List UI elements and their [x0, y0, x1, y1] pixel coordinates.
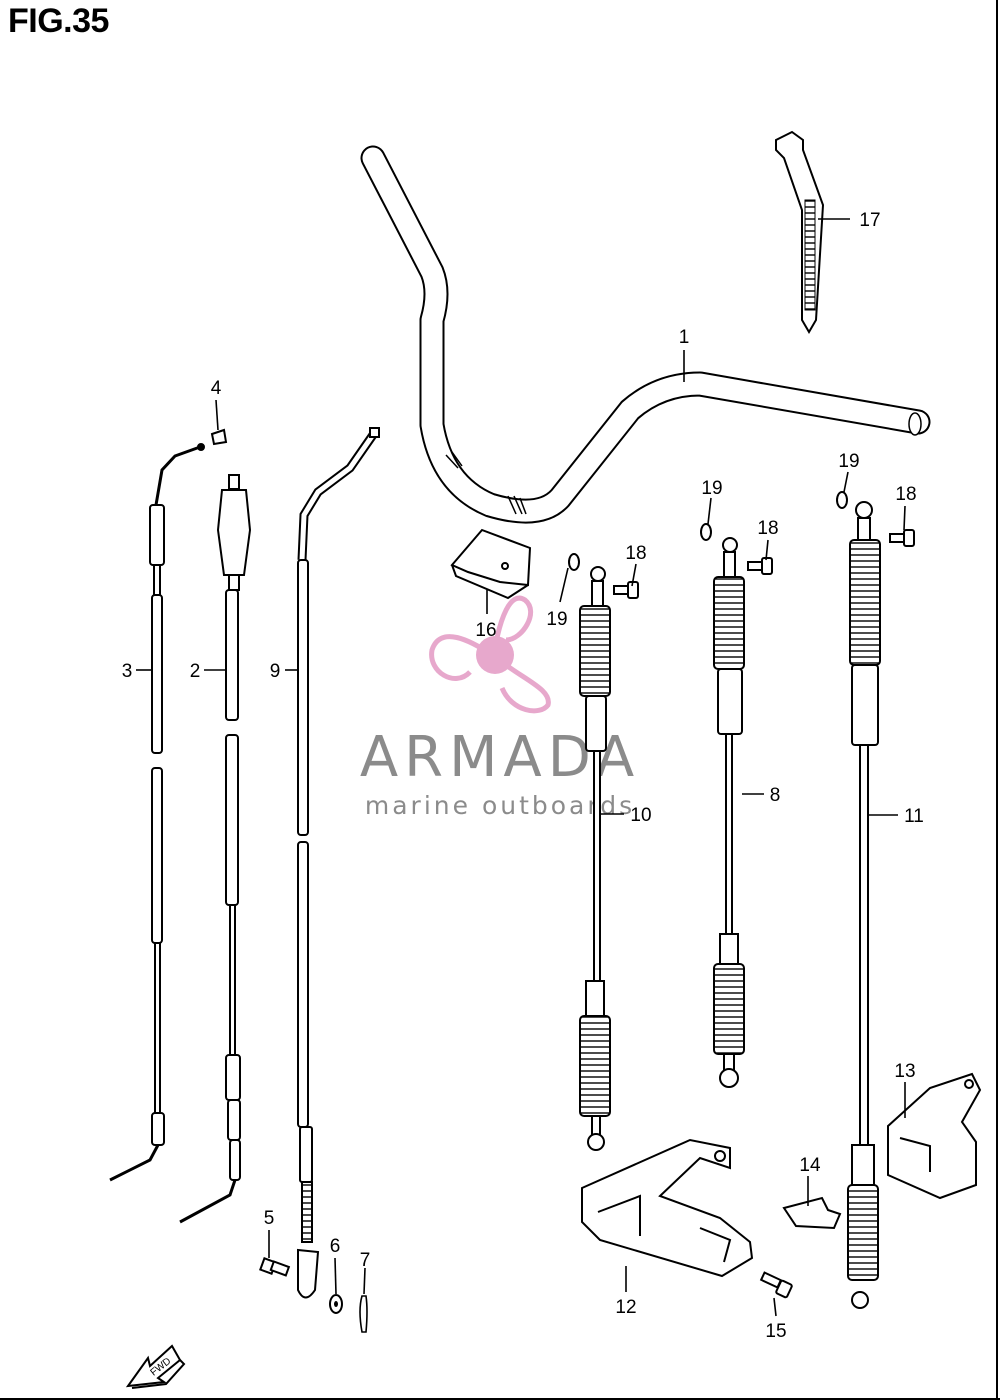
bolt-5: [259, 1257, 291, 1277]
leader-lines: [136, 218, 906, 1317]
callout-17: 17: [859, 210, 880, 231]
callout-11: 11: [904, 806, 924, 827]
callout-19-b: 19: [701, 478, 722, 499]
cable-9: [297, 427, 380, 1299]
bracket-12: [581, 1138, 754, 1278]
callout-labels: 1 2 3 4 5 6 7 8 9 10 11 12 13 14 15 16 1…: [122, 210, 924, 1342]
callout-19-c: 19: [838, 451, 859, 472]
bracket-16: [450, 528, 532, 600]
cable-10: [579, 566, 611, 1151]
clip: [210, 428, 228, 446]
callout-13: 13: [894, 1061, 915, 1082]
propeller-hub-icon: [476, 636, 514, 674]
callout-1: 1: [679, 327, 690, 348]
propeller-logo-icon: [429, 595, 551, 714]
forward-direction-arrow: FWD: [125, 1344, 186, 1389]
callout-14: 14: [799, 1155, 821, 1176]
cable-11: [847, 501, 881, 1309]
callout-18-a: 18: [625, 543, 646, 564]
bolt-18-a: [613, 581, 639, 599]
clamp-14: [782, 1196, 842, 1230]
watermark-tagline: marine outboards: [365, 791, 635, 820]
o-ring-19-a: [568, 553, 580, 571]
callout-9: 9: [270, 661, 281, 682]
figure-title: FIG.35: [8, 2, 109, 40]
handlebar: [360, 145, 931, 524]
callout-2: 2: [190, 661, 201, 682]
callout-10: 10: [630, 805, 651, 826]
callout-4: 4: [211, 378, 222, 399]
bolt-18-b: [747, 557, 773, 575]
callout-19-a: 19: [546, 609, 567, 630]
cable-8: [713, 537, 745, 1088]
bolt-18-c: [889, 529, 915, 547]
frame-bottom-border: [0, 1398, 1000, 1400]
callout-18-b: 18: [757, 518, 778, 539]
bracket-13: [887, 1072, 982, 1200]
watermark: ARMADA marine outboards: [360, 595, 635, 820]
cable-2: [179, 474, 252, 1224]
callout-6: 6: [330, 1236, 341, 1257]
callout-12: 12: [615, 1297, 636, 1318]
callout-8: 8: [770, 785, 781, 806]
cotter-pin-7: [359, 1295, 368, 1333]
bolt-15: [759, 1271, 793, 1299]
callout-16: 16: [475, 620, 496, 641]
callout-7: 7: [360, 1250, 371, 1271]
o-ring-19-b: [700, 523, 712, 541]
callout-18-c: 18: [895, 484, 916, 505]
throttle-cable: [109, 443, 205, 1182]
cable-tie: [775, 130, 825, 334]
frame-right-border: [996, 0, 998, 1400]
callout-3: 3: [122, 661, 133, 682]
washer-6: [329, 1294, 343, 1314]
callout-5: 5: [264, 1208, 275, 1229]
o-ring-19-c: [836, 491, 848, 509]
callout-15: 15: [765, 1321, 786, 1342]
